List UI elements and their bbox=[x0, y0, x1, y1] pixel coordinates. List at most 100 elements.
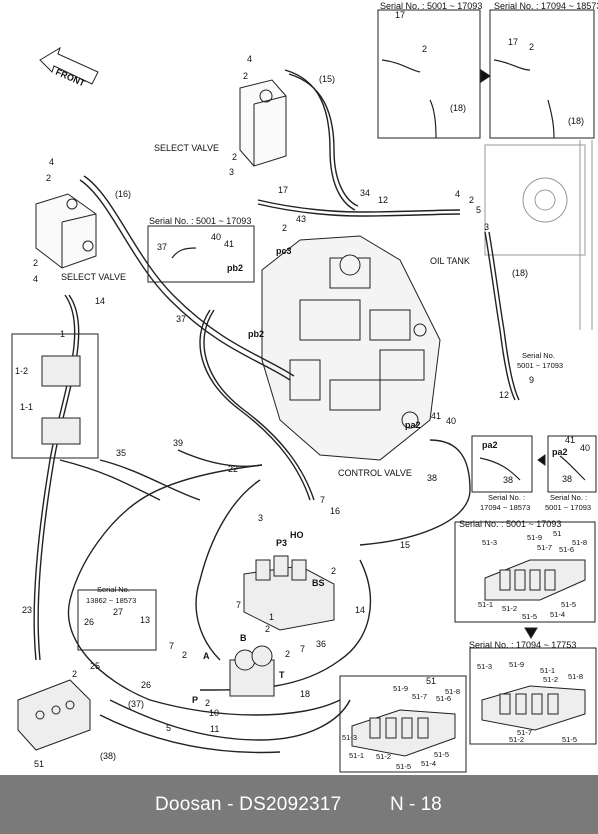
part-51-8-c: 51-8 bbox=[445, 687, 460, 696]
pc3-label: pc3 bbox=[276, 246, 292, 256]
t-label: T bbox=[279, 670, 285, 680]
select-valve-left-label: SELECT VALVE bbox=[61, 272, 126, 282]
part-7-d: 7 bbox=[300, 644, 305, 654]
part-51-8-b: 51-8 bbox=[568, 672, 583, 681]
manifold-51-left bbox=[17, 679, 91, 751]
part-5-a: 5 bbox=[476, 205, 481, 215]
part-35: 35 bbox=[116, 448, 126, 458]
part-51-3-c: 51-3 bbox=[342, 733, 357, 742]
hydraulic-diagram: FRONT SELECT VALVE SELECT VALVE OIL TANK… bbox=[11, 1, 598, 773]
part-40-a: 40 bbox=[211, 232, 221, 242]
part-13: 13 bbox=[140, 615, 150, 625]
part-41-b: 41 bbox=[431, 411, 441, 421]
part-38-a: 38 bbox=[503, 475, 513, 485]
part-51-c: 51 bbox=[553, 529, 561, 538]
serial-box-top-right bbox=[489, 9, 595, 139]
part-51-5-a: 51-5 bbox=[522, 612, 537, 621]
part-38-b: 38 bbox=[562, 474, 572, 484]
manifold-box-a-content bbox=[484, 559, 586, 601]
part-11: 11 bbox=[210, 724, 219, 734]
serial-box-mid-left bbox=[147, 225, 255, 283]
part-14-paren: 14 bbox=[95, 296, 105, 306]
part-4-c: 4 bbox=[49, 157, 54, 167]
part-2-f: 2 bbox=[33, 258, 38, 268]
part-51-7-a: 51-7 bbox=[537, 543, 552, 552]
part-7-c: 7 bbox=[169, 641, 174, 651]
part-51-4-a: 51-4 bbox=[550, 610, 565, 619]
pb2-label-b: pb2 bbox=[248, 329, 264, 339]
diagram-svg: FRONT SELECT VALVE SELECT VALVE OIL TANK… bbox=[11, 1, 598, 773]
select-valve-top-label: SELECT VALVE bbox=[154, 143, 219, 153]
control-valve-label: CONTROL VALVE bbox=[338, 468, 412, 478]
part-4-a: 4 bbox=[247, 54, 252, 64]
part-3-a: 3 bbox=[229, 167, 234, 177]
select-valve-left bbox=[35, 193, 97, 269]
part-1-1: 1-1 bbox=[20, 402, 33, 412]
part-4-d: 4 bbox=[33, 274, 38, 284]
part-27: 27 bbox=[113, 607, 123, 617]
footer-page-number: N - 18 bbox=[390, 794, 442, 815]
part-51-1-c: 51-1 bbox=[349, 751, 364, 760]
part-40-c: 40 bbox=[580, 443, 590, 453]
serial-right-line1: Serial No. bbox=[522, 351, 555, 360]
part-51-1-b: 51-1 bbox=[540, 666, 555, 675]
part-39: 39 bbox=[173, 438, 183, 448]
part-51-2-c: 51-2 bbox=[509, 735, 524, 744]
p3-label: P3 bbox=[276, 538, 287, 548]
part-51-5-b: 51-5 bbox=[561, 600, 576, 609]
part-41-a: 41 bbox=[224, 239, 234, 249]
part-22: 22 bbox=[228, 464, 238, 474]
part-51-3-a: 51-3 bbox=[482, 538, 497, 547]
part-4-b: 4 bbox=[455, 189, 460, 199]
part-51-8-a: 51-8 bbox=[572, 538, 587, 547]
part-43: 43 bbox=[296, 214, 306, 224]
part-1-b: 1 bbox=[269, 612, 274, 622]
thumbnail-hoses bbox=[171, 59, 586, 481]
part-2-h: 2 bbox=[529, 42, 534, 52]
part-16: 16 bbox=[330, 506, 340, 516]
part-40-b: 40 bbox=[446, 416, 456, 426]
part-51-b: 51 bbox=[426, 676, 436, 686]
part-9: 9 bbox=[529, 375, 534, 385]
part-2-b: 2 bbox=[232, 152, 237, 162]
part-23: 23 bbox=[22, 605, 32, 615]
text-labels: FRONT SELECT VALVE SELECT VALVE OIL TANK… bbox=[15, 1, 598, 771]
serial-sw-line1: Serial No. bbox=[97, 585, 130, 594]
solenoid-valve-assembly bbox=[229, 555, 335, 697]
part-37-a: 37 bbox=[157, 242, 167, 252]
hoses bbox=[33, 69, 520, 754]
ho-label: HO bbox=[290, 530, 304, 540]
page-footer: Doosan - DS2092317 N - 18 bbox=[0, 775, 598, 834]
manifold-box-c-content bbox=[351, 709, 456, 757]
part-7-b: 7 bbox=[236, 600, 241, 610]
arrow-right-icon bbox=[480, 69, 491, 83]
part-34: 34 bbox=[360, 188, 370, 198]
manifold-box-b-content bbox=[481, 685, 586, 731]
part-51-2-d: 51-2 bbox=[376, 752, 391, 761]
manifold-box-a bbox=[454, 521, 596, 623]
b-label: B bbox=[240, 633, 247, 643]
part-12-a: 12 bbox=[378, 195, 388, 205]
part-51-a: 51 bbox=[34, 759, 44, 769]
pa2-label-a: pa2 bbox=[405, 420, 421, 430]
oil-tank-label: OIL TANK bbox=[430, 256, 470, 266]
serial-box-pa2-left bbox=[471, 435, 533, 493]
part-51-9-b: 51-9 bbox=[509, 660, 524, 669]
part-2-n: 2 bbox=[205, 698, 210, 708]
front-arrow bbox=[39, 46, 99, 85]
part-51-2-a: 51-2 bbox=[502, 604, 517, 613]
serial-title-top-right: Serial No. : 17094 ~ 18573 bbox=[494, 1, 598, 11]
part-38-c: 38 bbox=[427, 473, 437, 483]
select-valve-top bbox=[239, 79, 287, 167]
control-valve-block bbox=[261, 235, 441, 461]
pa2-label-c: pa2 bbox=[552, 447, 568, 457]
part-2-a: 2 bbox=[243, 71, 248, 81]
part-37-b: 37 bbox=[176, 314, 186, 324]
part-15-paren: (15) bbox=[319, 74, 335, 84]
part-51-5-d: 51-5 bbox=[396, 762, 411, 771]
part-41-c: 41 bbox=[565, 435, 575, 445]
part-17-b: 17 bbox=[395, 10, 405, 20]
part-10: 10 bbox=[209, 708, 219, 718]
pressure-switch-parts bbox=[11, 333, 99, 459]
part-3-b: 3 bbox=[484, 222, 489, 232]
